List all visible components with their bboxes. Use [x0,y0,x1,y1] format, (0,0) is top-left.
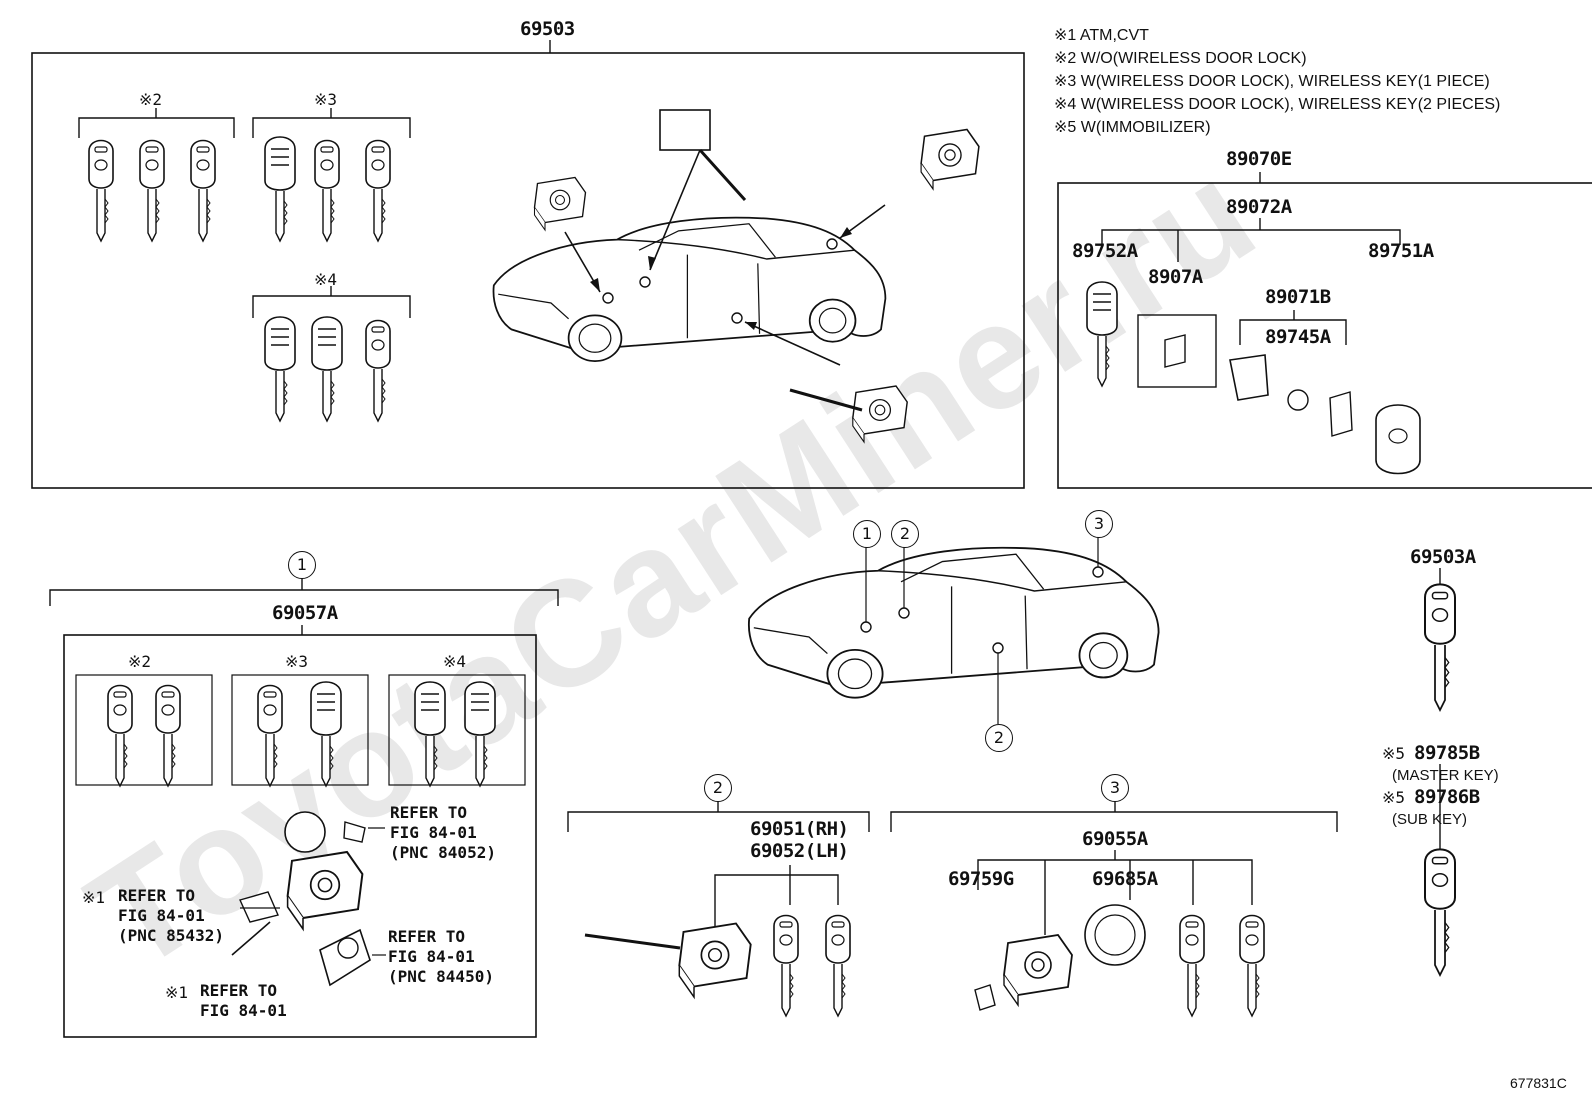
master-key-desc: (MASTER KEY) [1392,767,1499,784]
part-number-8907a[interactable]: 8907A [1148,266,1203,288]
part-number-69503[interactable]: 69503 [520,18,575,40]
refer-pnc: (PNC 84052) [390,843,496,862]
refer-fig[interactable]: FIG 84-01 [388,947,475,966]
part-number-89786b[interactable]: 89786B [1414,786,1480,808]
refer-label: REFER TO [388,927,466,946]
part-number-89745a[interactable]: 89745A [1265,326,1331,348]
part-number-89070e[interactable]: 89070E [1226,148,1292,170]
part-number-89072a[interactable]: 89072A [1226,196,1292,218]
part-number-89785b[interactable]: 89785B [1414,742,1480,764]
refer-fig[interactable]: FIG 84-01 [390,823,477,842]
part-number-69055a[interactable]: 69055A [1082,828,1148,850]
callout-2: 2 [704,774,732,802]
note-mark: ※2 [139,90,163,109]
refer-pnc: (PNC 85432) [118,926,224,945]
legend-line-2: ※2 W/O(WIRELESS DOOR LOCK) [1054,50,1307,67]
note-mark: ※1 [165,983,189,1002]
refer-fig[interactable]: FIG 84-01 [200,1001,287,1020]
part-number-69051[interactable]: 69051(RH) [750,818,849,840]
part-number-69057a[interactable]: 69057A [272,602,338,624]
legend-line-3: ※3 W(WIRELESS DOOR LOCK), WIRELESS KEY(1… [1054,73,1490,90]
part-number-89751a[interactable]: 89751A [1368,240,1434,262]
sub-key-desc: (SUB KEY) [1392,811,1468,828]
note-mark: ※5 [1382,744,1406,763]
callout-1: 1 [853,520,881,548]
refer-label: REFER TO [118,886,196,905]
callout-1: 1 [288,551,316,579]
callout-3: 3 [1101,774,1129,802]
part-number-69685a[interactable]: 69685A [1092,868,1158,890]
note-mark: ※1 [82,888,106,907]
callout-3: 3 [1085,510,1113,538]
note-mark: ※4 [443,652,467,671]
callout-2: 2 [891,520,919,548]
part-number-89071b[interactable]: 89071B [1265,286,1331,308]
part-number-69503a[interactable]: 69503A [1410,546,1476,568]
note-mark: ※2 [128,652,152,671]
refer-pnc: (PNC 84450) [388,967,494,986]
note-mark: ※4 [314,270,338,289]
legend-line-5: ※5 W(IMMOBILIZER) [1054,119,1211,136]
note-mark: ※5 [1382,788,1406,807]
part-number-69759g[interactable]: 69759G [948,868,1014,890]
legend-line-4: ※4 W(WIRELESS DOOR LOCK), WIRELESS KEY(2… [1054,96,1501,113]
part-number-69052[interactable]: 69052(LH) [750,840,849,862]
refer-fig[interactable]: FIG 84-01 [118,906,205,925]
refer-label: REFER TO [200,981,278,1000]
part-number-89752a[interactable]: 89752A [1072,240,1138,262]
refer-label: REFER TO [390,803,468,822]
callout-2: 2 [985,724,1013,752]
note-mark: ※3 [285,652,309,671]
legend-line-1: ※1 ATM,CVT [1054,27,1149,44]
note-mark: ※3 [314,90,338,109]
figure-id: 677831C [1510,1075,1567,1091]
